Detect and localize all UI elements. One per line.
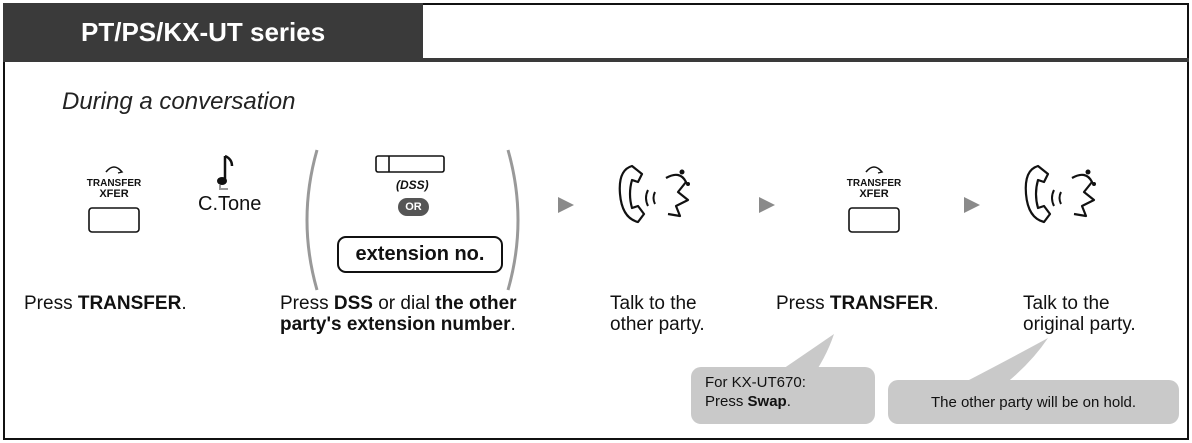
step-2-suffix: . (510, 314, 516, 335)
play-arrow-icon (558, 197, 574, 213)
step-2-dss: DSS (333, 293, 373, 314)
step-5-line-2: original party. (1023, 314, 1136, 335)
step-2-caption: Press DSS or dial the other party's exte… (280, 293, 560, 335)
step-3-line-2: other party. (610, 314, 705, 335)
header-rule (3, 58, 1189, 62)
tone-label: C.Tone (198, 193, 262, 215)
or-badge: OR (398, 198, 429, 216)
transfer-key-label: TRANSFER (847, 178, 902, 189)
step-4-suffix: . (933, 293, 939, 314)
play-arrow-icon (759, 197, 775, 213)
swap-callout-line-2: Press Swap. (705, 392, 875, 411)
swap-callout: For KX-UT670: Press Swap. (691, 367, 875, 424)
diagram-frame (3, 3, 1189, 440)
handset-talk-icon (618, 164, 690, 224)
step-2-extension: the other party's extension number (280, 293, 517, 335)
transfer-key-icon: TRANSFER XFER (847, 166, 902, 233)
step-5-caption: Talk to the original party. (1023, 293, 1136, 335)
xfer-key-label: XFER (859, 188, 888, 200)
step-5-line-1: Talk to the (1023, 293, 1110, 314)
step-2-middle: or dial (372, 293, 436, 314)
step-4-key: TRANSFER (829, 293, 934, 314)
transfer-key-icon: TRANSFER XFER (87, 166, 142, 233)
hold-callout-text: The other party will be on hold. (930, 393, 1137, 411)
dss-key-icon (375, 155, 445, 173)
step-1-suffix: . (181, 293, 187, 314)
step-1-key: TRANSFER (77, 293, 182, 314)
series-header: PT/PS/KX-UT series (3, 3, 423, 61)
step-3-caption: Talk to the other party. (610, 293, 705, 335)
hold-callout: The other party will be on hold. (888, 380, 1179, 424)
context-subtitle: During a conversation (62, 88, 296, 115)
step-4-prefix: Press (776, 293, 830, 314)
right-parenthesis (506, 149, 520, 291)
transfer-key-label: TRANSFER (87, 178, 142, 189)
xfer-key-label: XFER (99, 188, 128, 200)
left-parenthesis (305, 149, 319, 291)
swap-suffix: . (786, 393, 791, 410)
music-note-icon (217, 154, 234, 190)
step-3-line-1: Talk to the (610, 293, 697, 314)
swap-prefix: Press (705, 393, 748, 410)
series-title: PT/PS/KX-UT series (81, 16, 326, 47)
extension-number-key: extension no. (337, 236, 503, 273)
handset-talk-icon (1024, 164, 1096, 224)
step-2-prefix: Press (280, 293, 334, 314)
play-arrow-icon (964, 197, 980, 213)
swap-key: Swap (747, 393, 787, 410)
step-4-caption: Press TRANSFER. (776, 293, 939, 314)
step-1-prefix: Press (24, 293, 78, 314)
step-1-caption: Press TRANSFER. (24, 293, 187, 314)
dss-label: (DSS) (396, 178, 429, 192)
swap-callout-line-1: For KX-UT670: (705, 374, 806, 391)
